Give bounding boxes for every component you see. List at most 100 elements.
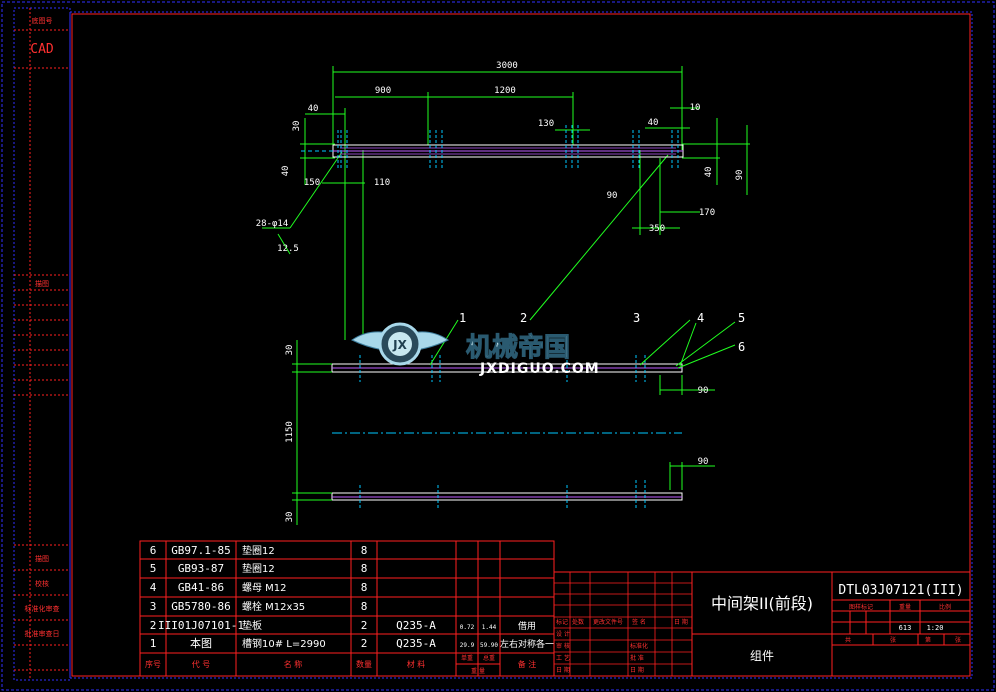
bom-cell-note: 左右对称各一 [500, 638, 554, 650]
approve-row-0: 标准化 [630, 642, 648, 650]
approve-row-1: 批 准 [630, 654, 644, 662]
dim-90-mid: 90 [698, 386, 709, 396]
strip-cad-label: CAD [30, 42, 54, 57]
sign-col-3: 日 期 [674, 618, 688, 626]
bom-cell-w1: 0.72 [460, 624, 475, 631]
bom-header-no: 序号 [145, 659, 161, 669]
bom-cell-no: 1 [150, 637, 157, 650]
bom-cell-mat: Q235-A [396, 637, 436, 650]
strip-mid-label: 描图 [35, 279, 49, 288]
bom-cell-code: GB97.1-85 [171, 544, 231, 557]
lower-view: 30 90 1150 90 30 1 2 3 4 5 6 [285, 311, 745, 525]
title-hdr-0: 图样标记 [849, 603, 873, 611]
approve-row-2: 日 期 [630, 666, 644, 674]
bom-cell-no: 3 [150, 600, 157, 613]
dim-overall: 3000 [496, 61, 518, 71]
bom-cell-qty: 2 [361, 619, 368, 632]
dim-30-top: 30 [292, 121, 302, 132]
bom-header-mat: 材 料 [407, 659, 426, 669]
balloon-1: 1 [459, 311, 466, 325]
bom-cell-qty: 8 [361, 600, 368, 613]
bom-cell-mat: Q235-A [396, 619, 436, 632]
title-hdr-2: 比例 [939, 603, 951, 611]
bom-header-w2: 总重 [483, 654, 495, 662]
bom-cell-code: GB5780-86 [171, 600, 231, 613]
sign-col-1: 更改文件号 [593, 618, 623, 626]
watermark-logo: JX 机械帝国 JXDIGUO.COM [351, 322, 600, 377]
bom-header-code: 代 号 [192, 659, 211, 669]
bom-cell-name: 螺栓 M12x35 [242, 600, 305, 613]
dim-130: 130 [538, 119, 554, 129]
title-mass: 613 [899, 624, 912, 632]
bom-cell-no: 4 [150, 581, 157, 594]
balloon-3: 3 [633, 311, 640, 325]
bom-cell-code: III01J07101-1 [158, 619, 244, 632]
bom-cell-name: 垫板 [242, 619, 262, 632]
dim-110: 110 [374, 178, 390, 188]
bom-cell-name: 垫圈12 [242, 544, 275, 557]
dim-10: 10 [690, 103, 701, 113]
bom-header-name: 名 称 [284, 659, 303, 669]
left-strip: 底图号 CAD 描图 描图 校核 标准化审查 批准审查日 [13, 7, 71, 681]
sign-row-0: 标记 [556, 618, 568, 626]
bom-cell-qty: 2 [361, 637, 368, 650]
bom-cell-name: 槽钢10# L=2990 [242, 637, 326, 650]
bom-cell-qty: 8 [361, 562, 368, 575]
bom-cell-code: 本图 [190, 636, 212, 650]
bom-header-sub: 重 量 [471, 667, 485, 675]
title-ftr-3: 张 [955, 636, 961, 644]
bom-cell-no: 6 [150, 544, 157, 557]
title-block: 中间架II(前段) DTL03J07121(III) 组件 1:20 613 图… [553, 571, 971, 677]
sign-col-2: 签 名 [632, 618, 646, 626]
dim-90-top: 90 [607, 191, 618, 201]
balloon-5: 5 [738, 311, 745, 325]
dim-170: 170 [699, 208, 715, 218]
dim-1200: 1200 [494, 86, 516, 96]
dim-90-r: 90 [735, 170, 745, 181]
sign-row-3: 工 艺 [556, 654, 570, 662]
watermark-cn: 机械帝国 [466, 332, 570, 363]
strip-top-label: 底图号 [32, 16, 53, 25]
bom-cell-note: 借用 [518, 620, 536, 632]
strip-label-0: 描图 [35, 554, 49, 563]
bom-cell-qty: 8 [361, 581, 368, 594]
dim-40-left: 40 [308, 104, 319, 114]
bom-cell-name: 螺母 M12 [242, 582, 287, 594]
dim-30-mid: 30 [285, 345, 295, 356]
bom-header-note: 备 注 [518, 659, 537, 669]
watermark-en: JXDIGUO.COM [479, 361, 600, 377]
dim-900: 900 [375, 86, 391, 96]
dim-1150: 1150 [285, 421, 295, 443]
sign-grid [554, 572, 692, 676]
bom-cell-code: GB93-87 [178, 562, 224, 575]
bom-header-w1: 单重 [461, 654, 473, 662]
sign-row-4: 日 期 [556, 666, 570, 674]
balloon-2: 2 [520, 311, 527, 325]
title-ftr-2: 第 [925, 636, 931, 644]
dim-holes: 28-φ14 [256, 219, 289, 229]
title-type: 组件 [750, 649, 774, 663]
title-name: 中间架II(前段) [711, 594, 813, 613]
title-hdr-1: 重量 [899, 603, 911, 611]
bom-header-qty: 数量 [356, 659, 372, 669]
sign-row-2: 审 核 [556, 642, 570, 650]
dim-hole-sub: 12.5 [277, 244, 299, 254]
bom-cell-w2: 1.44 [482, 624, 497, 631]
bom-cell-w1: 29.9 [460, 642, 475, 649]
watermark-badge: JX [392, 338, 407, 352]
title-ftr-1: 张 [890, 636, 896, 644]
bom-cell-name: 垫圈12 [242, 562, 275, 575]
strip-label-3: 批准审查日 [25, 629, 60, 638]
bom-cell-qty: 8 [361, 544, 368, 557]
sign-col-0: 处数 [572, 618, 584, 626]
top-view: 3000 900 1200 130 40 40 10 30 40 150 110… [256, 61, 750, 340]
dim-150: 150 [304, 178, 320, 188]
dim-40-r: 40 [704, 167, 714, 178]
title-drawing-no: DTL03J07121(III) [838, 583, 963, 598]
dim-30-bot: 30 [285, 512, 295, 523]
dim-90-low: 90 [698, 457, 709, 467]
